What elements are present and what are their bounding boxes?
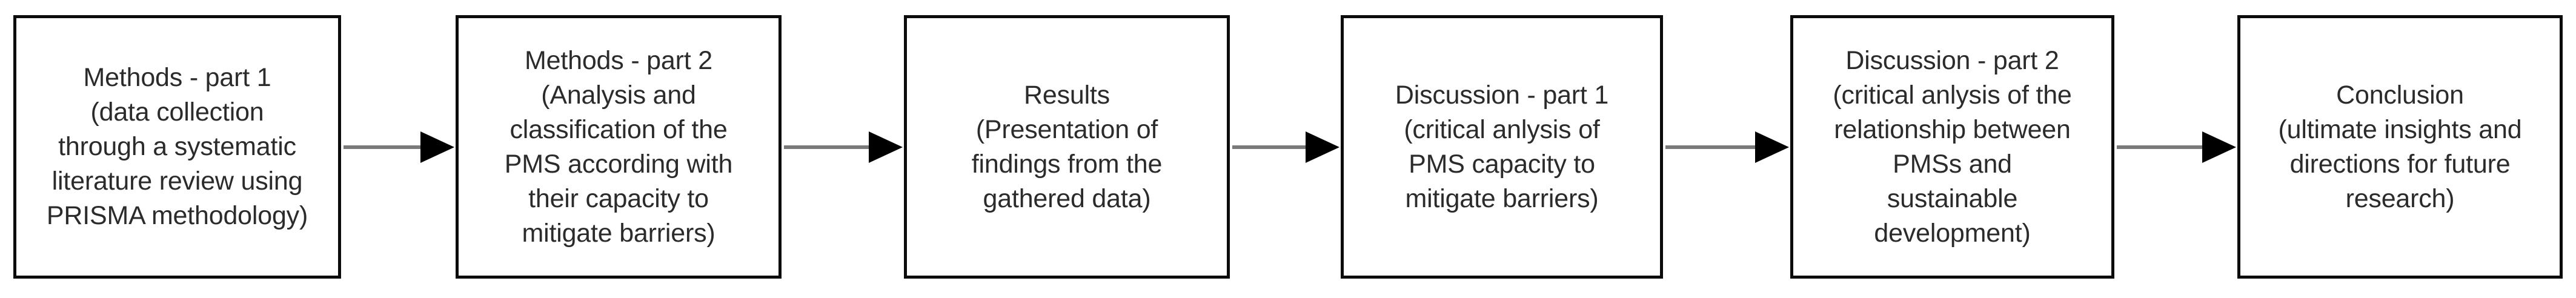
flow-node-label: Discussion - part 1 (critical anlysis of… [1395,80,1609,213]
flow-node-methods-part-1[interactable]: Methods - part 1 (data collection throug… [13,15,341,279]
arrow-shaft [2117,145,2202,149]
arrow-shaft [784,145,869,149]
arrow-shaft [1232,145,1306,149]
arrow-head-icon [1755,131,1789,163]
flow-node-label: Conclusion (ultimate insights and direct… [2278,80,2522,213]
flow-node-label: Methods - part 1 (data collection throug… [46,63,308,230]
flow-node-methods-part-2[interactable]: Methods - part 2 (Analysis and classific… [456,15,782,279]
arrow-head-icon [869,131,903,163]
flow-node-conclusion[interactable]: Conclusion (ultimate insights and direct… [2237,15,2563,279]
flow-arrow-methods-part-1-to-methods-part-2 [344,131,454,163]
flow-node-results[interactable]: Results (Presentation of findings from t… [904,15,1230,279]
flow-arrow-methods-part-2-to-results [784,131,903,163]
arrow-head-icon [2202,131,2236,163]
flow-node-discussion-part-2[interactable]: Discussion - part 2 (critical anlysis of… [1790,15,2114,279]
flow-node-label: Discussion - part 2 (critical anlysis of… [1833,45,2072,248]
arrow-head-icon [1306,131,1339,163]
flow-node-label: Results (Presentation of findings from t… [971,80,1163,213]
flow-arrow-discussion-part-1-to-discussion-part-2 [1665,131,1789,163]
flow-node-label: Methods - part 2 (Analysis and classific… [504,45,733,248]
arrow-shaft [1665,145,1755,149]
arrow-head-icon [420,131,454,163]
arrow-shaft [344,145,420,149]
flow-arrow-discussion-part-2-to-conclusion [2117,131,2236,163]
flow-arrow-results-to-discussion-part-1 [1232,131,1339,163]
flow-node-discussion-part-1[interactable]: Discussion - part 1 (critical anlysis of… [1341,15,1663,279]
